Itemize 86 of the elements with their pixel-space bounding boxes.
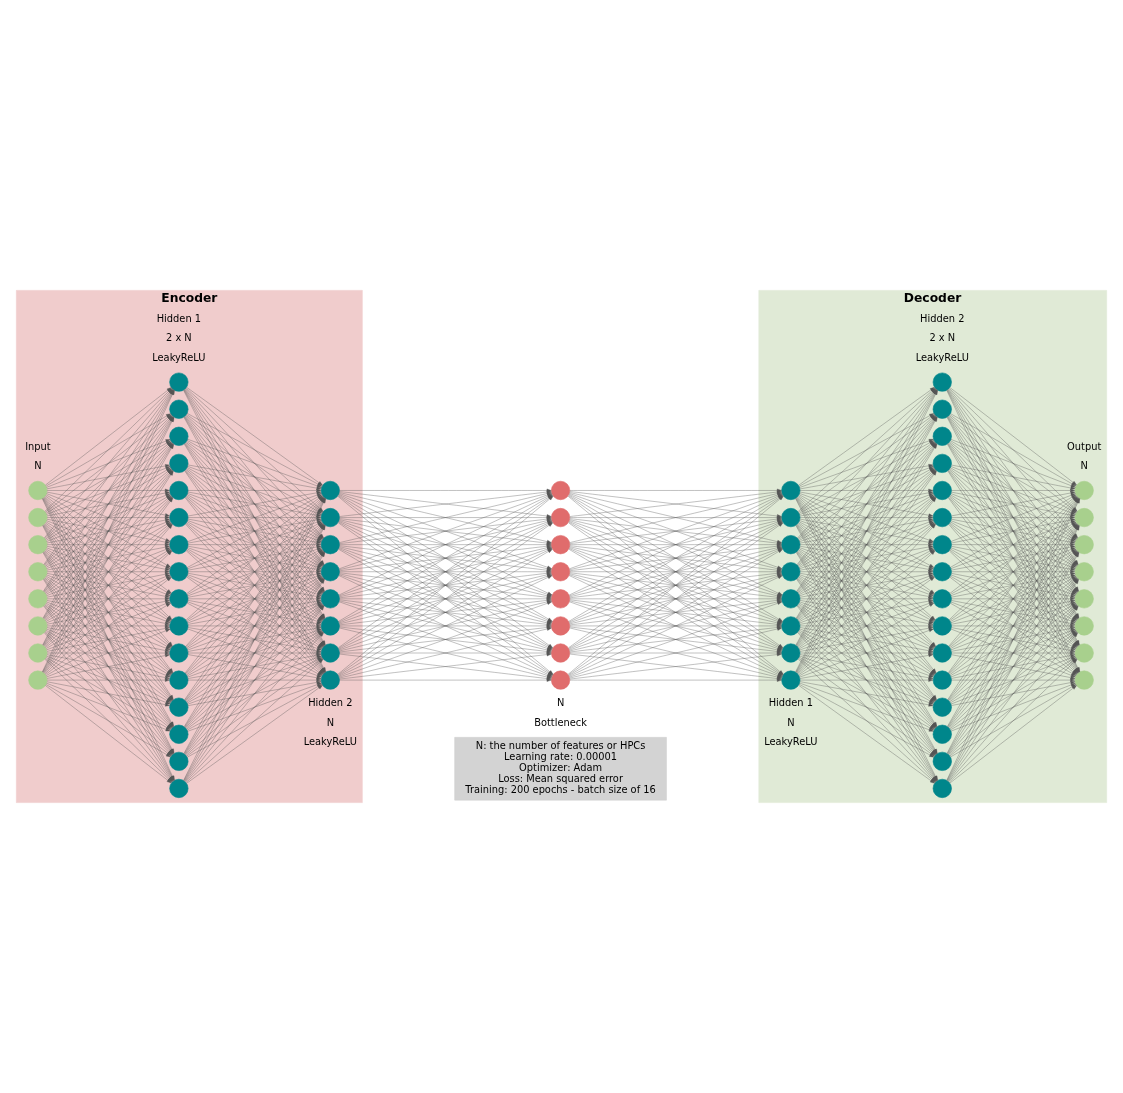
arrow xyxy=(800,515,934,520)
arrow xyxy=(949,387,1077,486)
node-circle xyxy=(551,643,571,663)
arrow xyxy=(47,678,170,682)
arrow xyxy=(188,678,322,682)
node-circle xyxy=(551,535,571,555)
node-circle xyxy=(781,508,801,528)
node-circle xyxy=(781,562,801,582)
label: N xyxy=(326,716,335,728)
node-circle xyxy=(28,643,48,663)
arrow xyxy=(950,439,1076,488)
label: Input xyxy=(25,440,51,452)
node-circle xyxy=(932,562,952,582)
label: N xyxy=(1080,460,1088,472)
node-circle xyxy=(551,670,571,690)
label: LeakyReLU xyxy=(303,736,357,748)
arrow xyxy=(187,439,322,488)
arrow xyxy=(800,678,934,682)
arrow xyxy=(188,624,322,628)
node-circle xyxy=(551,616,571,636)
label: Hidden 1 xyxy=(768,696,813,708)
node-circle xyxy=(781,589,801,609)
node-circle xyxy=(551,589,571,609)
arrow xyxy=(951,597,1075,601)
arrow xyxy=(951,624,1075,628)
node-circle xyxy=(781,480,801,500)
node-circle xyxy=(28,508,48,528)
arrow xyxy=(800,597,934,601)
label: Hidden 2 xyxy=(308,696,353,708)
arrow xyxy=(950,413,1077,487)
arrow xyxy=(46,681,170,707)
arrow xyxy=(187,464,322,490)
arrow xyxy=(800,542,934,547)
arrow xyxy=(186,413,323,487)
arrow xyxy=(47,597,170,601)
node-circle xyxy=(28,562,48,582)
node-circle xyxy=(169,589,189,609)
node-circle xyxy=(28,670,48,690)
arrow xyxy=(47,515,170,520)
node-circle xyxy=(781,670,801,690)
arrow xyxy=(186,387,323,486)
arrow xyxy=(951,570,1075,574)
label: 2 x N xyxy=(929,332,956,344)
label: Hidden 2 xyxy=(920,312,965,324)
arrow xyxy=(800,624,934,628)
label: N xyxy=(34,460,42,472)
label: LeakyReLU xyxy=(915,352,969,364)
node-circle xyxy=(932,589,952,609)
label: Bottleneck xyxy=(534,716,587,728)
node-box: N: the number of features or HPCs Learning rate: 0.00001 Optimizer: Adam Loss: Mean squared error Training: 200 epochs - batch size of 16 xyxy=(454,737,667,801)
node-circle xyxy=(28,480,48,500)
node-circle xyxy=(551,562,571,582)
node-circle xyxy=(169,562,189,582)
arrow xyxy=(951,651,1075,655)
node-circle xyxy=(28,616,48,636)
arrow xyxy=(951,464,1076,490)
label: Output xyxy=(1067,440,1102,452)
arrow xyxy=(800,570,934,574)
node-circle xyxy=(551,480,571,500)
arrow xyxy=(339,488,552,493)
node-circle xyxy=(28,589,48,609)
node-circle xyxy=(28,535,48,555)
label: LeakyReLU xyxy=(152,352,206,364)
arrow xyxy=(188,488,322,493)
node-circle xyxy=(781,643,801,663)
label: LeakyReLU xyxy=(764,736,818,748)
arrow xyxy=(188,542,322,547)
arrow xyxy=(47,570,170,574)
arrow xyxy=(188,570,322,574)
label: N xyxy=(556,696,565,708)
arrow xyxy=(47,542,170,547)
arrow xyxy=(951,488,1075,493)
arrow xyxy=(47,651,170,655)
arrow xyxy=(951,678,1075,682)
label: N xyxy=(787,716,795,728)
arrow xyxy=(47,488,170,493)
arrow xyxy=(800,488,934,493)
arrow xyxy=(47,624,170,628)
arrow xyxy=(188,651,322,655)
label: Hidden 1 xyxy=(156,312,202,324)
node-circle xyxy=(781,616,801,636)
arrow xyxy=(800,651,934,655)
arrow xyxy=(188,597,322,601)
label: 2 x N xyxy=(166,332,192,344)
node-circle xyxy=(551,508,571,528)
node-circle xyxy=(781,535,801,555)
